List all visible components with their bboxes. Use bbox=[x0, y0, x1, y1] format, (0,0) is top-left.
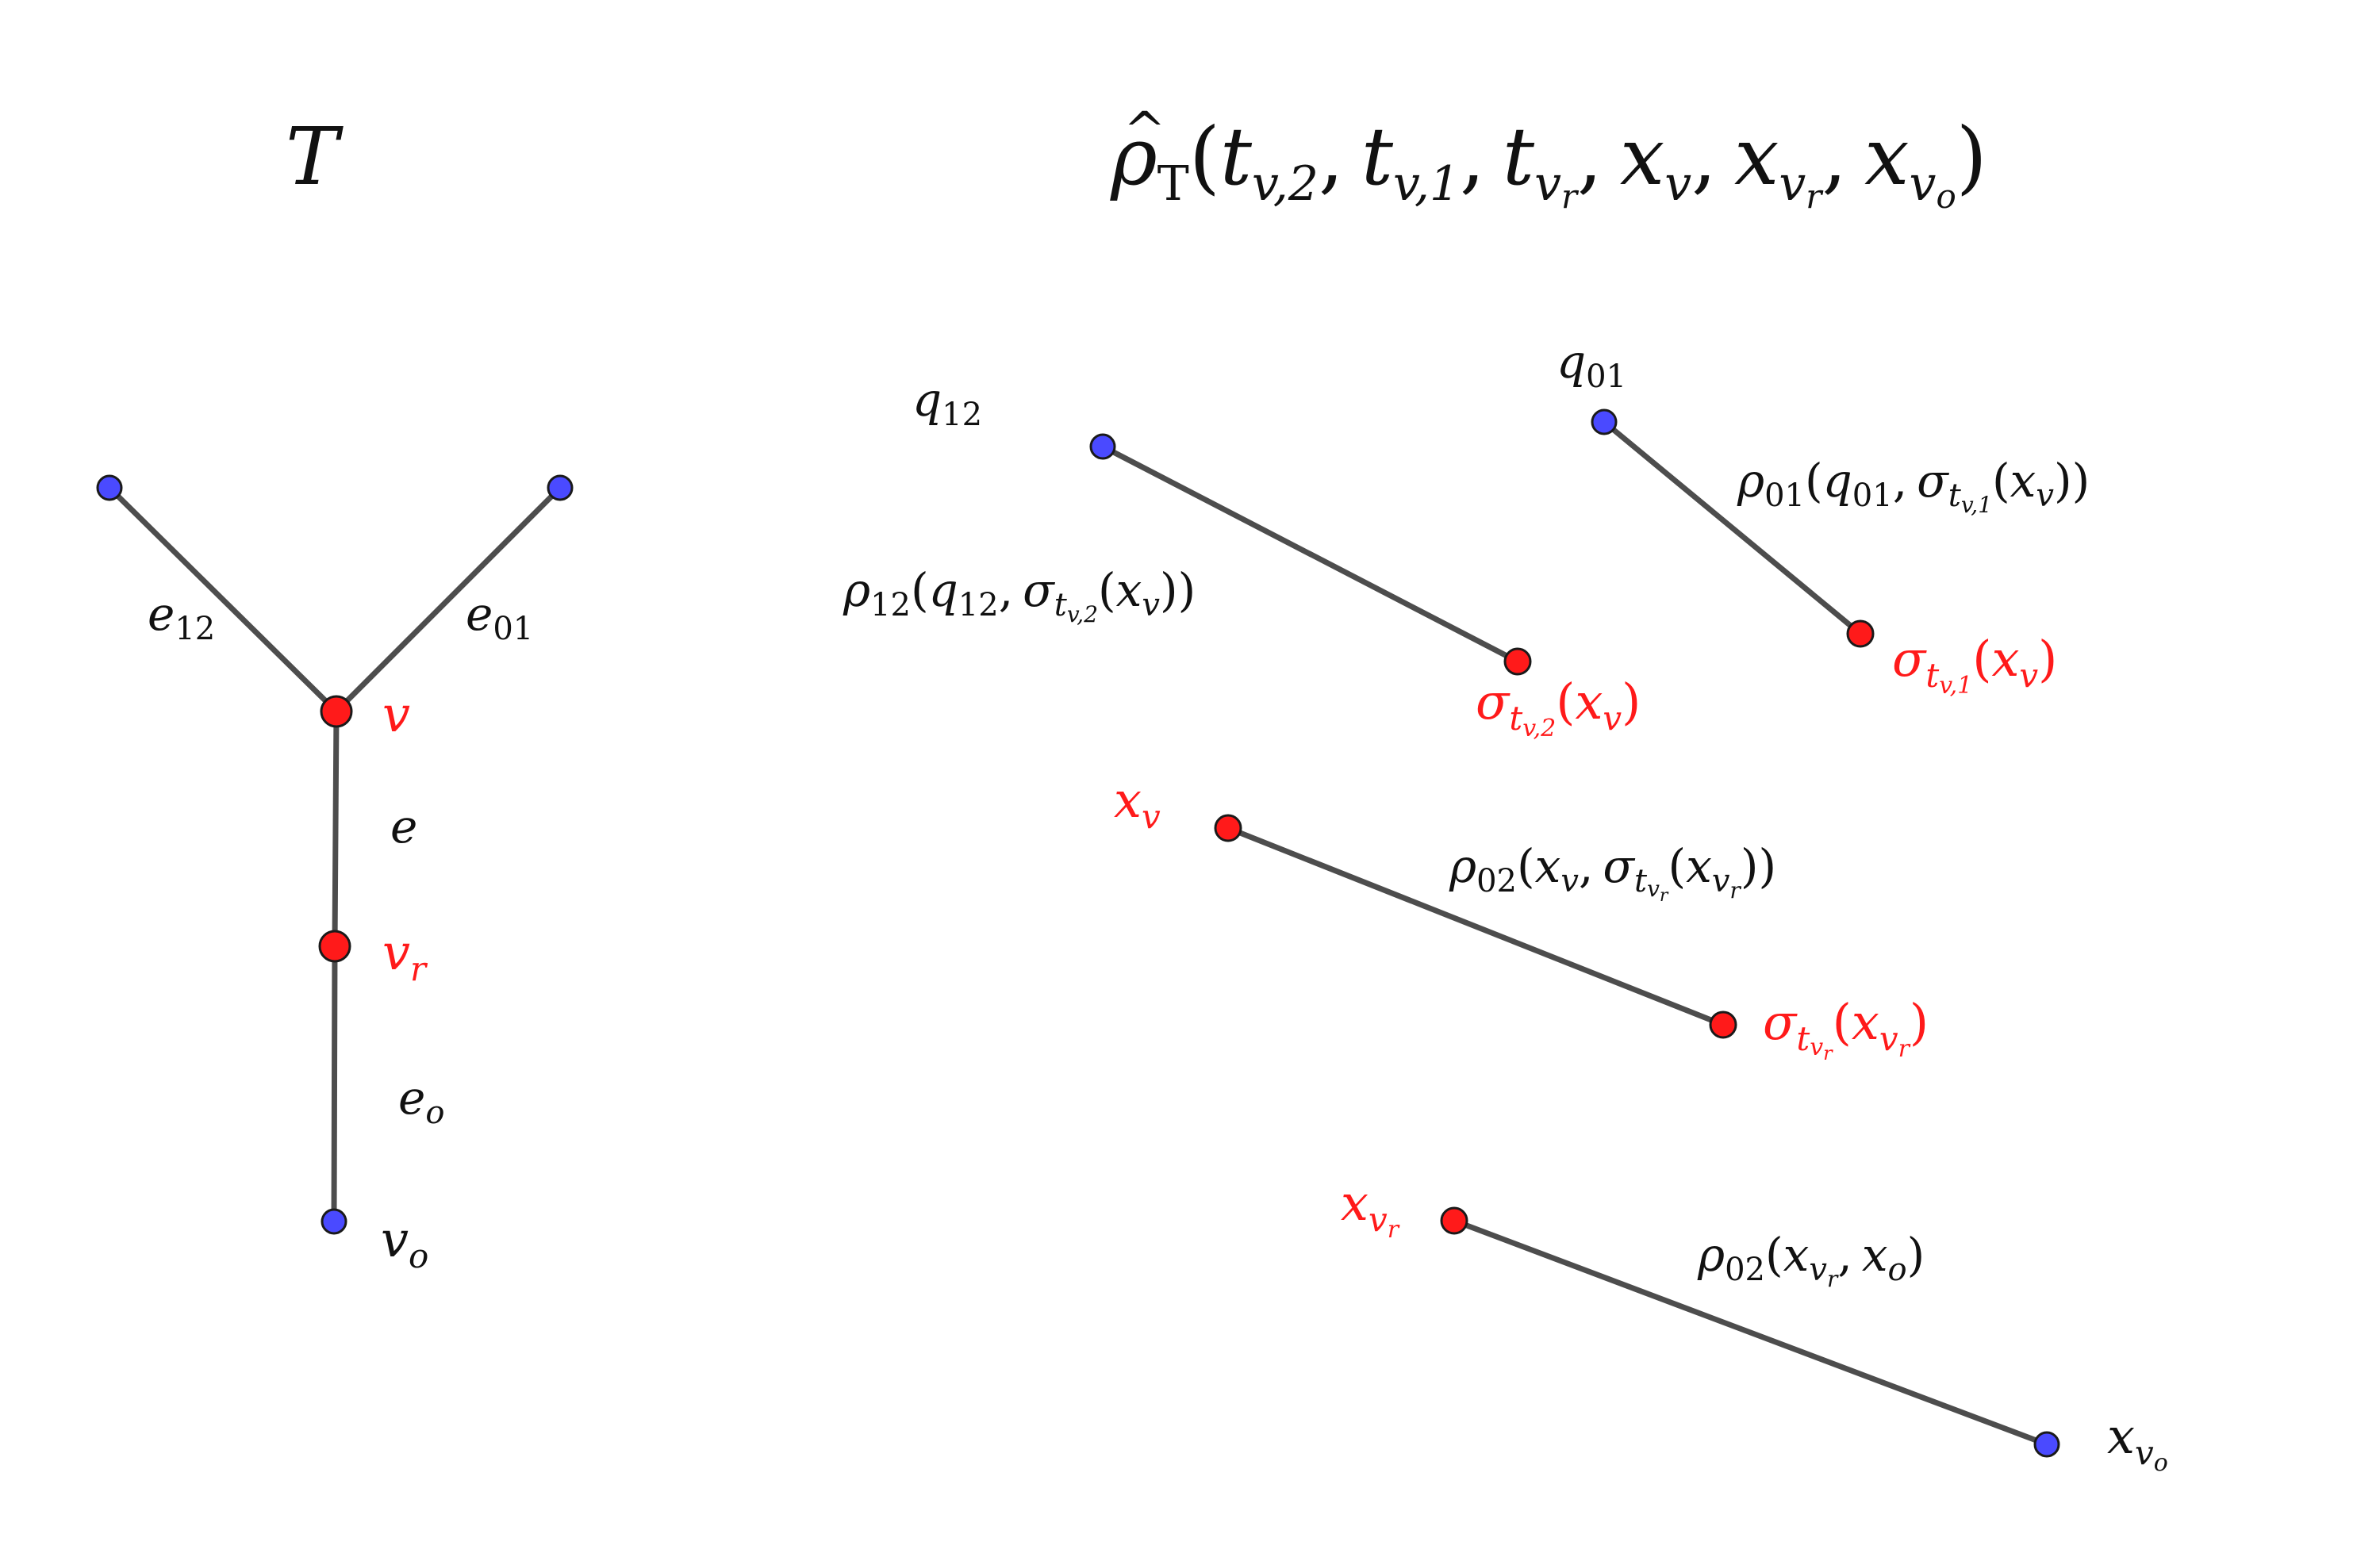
vertex-label-vo: vo bbox=[381, 1210, 428, 1275]
edge-label-e01: e01 bbox=[466, 587, 533, 647]
vertex-label-vr: vr bbox=[382, 923, 428, 988]
edge-e01 bbox=[333, 485, 563, 715]
leaf-node-left bbox=[96, 474, 123, 501]
label-sigma-tv1-xv: σtv,1(xv) bbox=[1892, 630, 2057, 700]
label-xvr: xvr bbox=[1341, 1174, 1400, 1244]
formula-hat: ^ bbox=[1123, 102, 1166, 160]
node-sigma-tv1-xv bbox=[1846, 619, 1875, 648]
segment-rho01 bbox=[1601, 419, 1864, 637]
segment-rho12 bbox=[1100, 443, 1521, 665]
vertex-label-v: v bbox=[382, 685, 410, 743]
node-xvr bbox=[1440, 1206, 1468, 1235]
segment-rho02-xv bbox=[1225, 825, 1726, 1028]
segments: q12 q01 ρ12(q12,σtv,2(xv)) ρ01(q01,σtv,1… bbox=[843, 335, 2168, 1477]
node-q01 bbox=[1591, 408, 1618, 435]
edge-label-eo: eo bbox=[398, 1071, 444, 1131]
label-xvo: xvo bbox=[2107, 1407, 2168, 1477]
node-v bbox=[320, 695, 353, 728]
label-rho12: ρ12(q12,σtv,2(xv)) bbox=[843, 563, 1196, 627]
node-xvo bbox=[2033, 1431, 2060, 1458]
formula-title: ^ ρT(tv,2,tv,1,tvr,xv,xvr,xvo) bbox=[1110, 102, 1987, 216]
label-sigma-tvr-xvr: σtvr(xvr) bbox=[1763, 993, 1929, 1064]
node-vr bbox=[318, 930, 351, 963]
edge-eo bbox=[331, 943, 338, 1225]
edge-e bbox=[332, 708, 340, 949]
tree-T: T e12 e01 e eo v vr vo bbox=[96, 110, 574, 1275]
tree-title: T bbox=[286, 110, 344, 203]
label-rho02-xv: ρ02(xv,σtvr(xvr)) bbox=[1449, 839, 1776, 906]
node-sigma-tvr-xvr bbox=[1709, 1011, 1737, 1039]
edge-label-e: e bbox=[390, 800, 417, 853]
label-rho01: ρ01(q01,σtv,1(xv)) bbox=[1737, 454, 2090, 518]
edge-label-e12: e12 bbox=[148, 587, 215, 647]
label-rho02-xvr: ρ02(xvr,xo) bbox=[1697, 1228, 1925, 1292]
segment-rho02-xvr bbox=[1451, 1218, 2050, 1448]
label-sigma-tv2-xv: σtv,2(xv) bbox=[1476, 673, 1641, 742]
label-q01: q01 bbox=[1557, 335, 1626, 395]
label-q12: q12 bbox=[912, 373, 982, 433]
node-q12 bbox=[1089, 433, 1116, 460]
edge-e12 bbox=[106, 485, 340, 715]
formula-text: ρT(tv,2,tv,1,tvr,xv,xvr,xvo) bbox=[1110, 110, 1987, 216]
node-vo bbox=[321, 1208, 347, 1235]
node-sigma-tv2-xv bbox=[1503, 647, 1532, 676]
node-xv bbox=[1214, 814, 1242, 842]
label-xv: xv bbox=[1114, 771, 1161, 836]
leaf-node-right bbox=[547, 474, 574, 501]
